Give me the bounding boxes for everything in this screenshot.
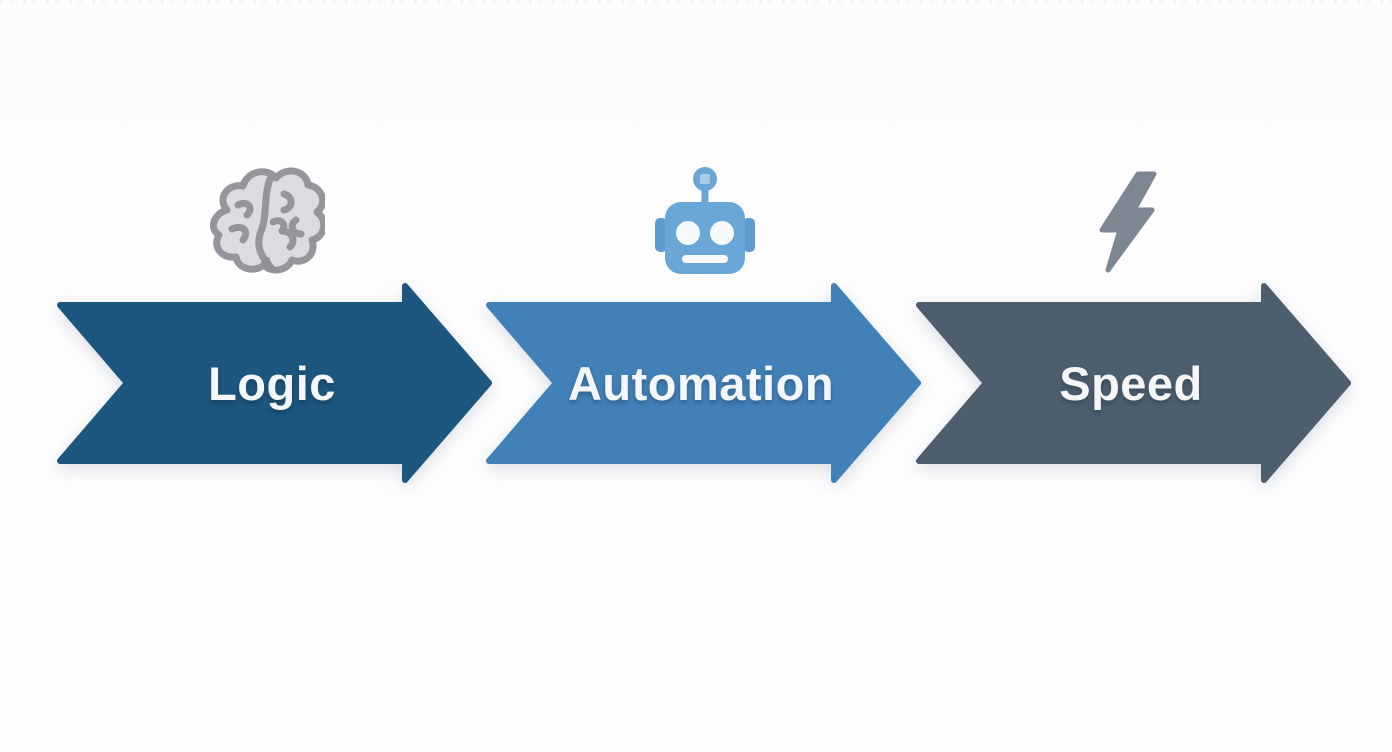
brain-icon [203, 158, 328, 276]
top-edge-artifact [0, 0, 1392, 4]
lightning-icon [1090, 170, 1162, 275]
robot-icon [655, 166, 755, 278]
arrow-automation [486, 283, 921, 483]
arrow-logic [57, 283, 492, 483]
arrow-speed [916, 283, 1351, 483]
